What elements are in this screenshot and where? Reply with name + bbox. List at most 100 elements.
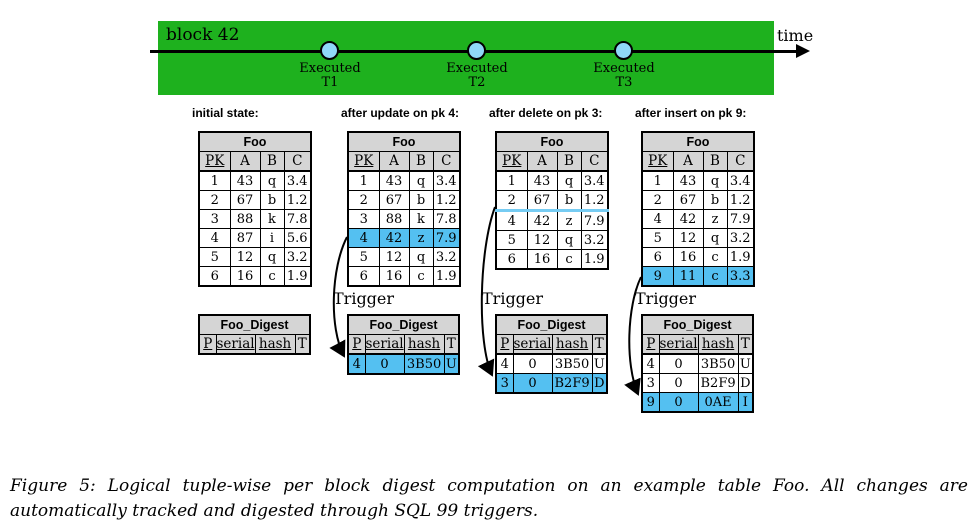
table-cell: 2 <box>347 190 380 210</box>
table-cell: 42 <box>526 210 558 231</box>
table-cell: 5.6 <box>283 228 312 248</box>
table-cell: 0 <box>512 373 553 394</box>
table-cell: 12 <box>378 247 410 267</box>
table-cell: q <box>259 247 285 267</box>
table-cell: 0AE <box>697 392 739 413</box>
table-cell: b <box>556 190 582 212</box>
table-cell: 6 <box>495 249 528 270</box>
table-cell: 6 <box>198 266 231 287</box>
column-header: C <box>283 151 312 172</box>
table-cell: 7.8 <box>283 209 312 229</box>
table-cell: 7.8 <box>432 209 461 229</box>
column-header: PK <box>641 151 674 172</box>
table-cell: c <box>556 249 582 270</box>
table-cell: D <box>737 373 754 393</box>
table-cell: 3 <box>495 373 514 394</box>
table-cell: 2 <box>198 190 231 210</box>
column-header: hash <box>697 334 739 355</box>
table-cell: 3 <box>641 373 660 393</box>
table-cell: D <box>591 373 608 394</box>
column-header: T <box>591 334 608 355</box>
table-cell: 12 <box>526 230 558 250</box>
table-cell: 3.3 <box>726 266 755 287</box>
table-cell: 7.9 <box>580 210 609 231</box>
trigger-label: Trigger <box>333 289 395 308</box>
table-cell: 1.9 <box>580 249 609 270</box>
column-header: serial <box>512 334 553 355</box>
table-cell: 1.9 <box>283 266 312 287</box>
table-title: Foo_Digest <box>347 314 460 335</box>
table-cell: 1.2 <box>432 190 461 210</box>
column-header: A <box>378 151 410 172</box>
table-cell: 3 <box>198 209 231 229</box>
table-cell: 3B50 <box>551 353 593 374</box>
table-cell: 3.4 <box>726 170 755 191</box>
table-cell: c <box>259 266 285 287</box>
table-cell: 16 <box>378 266 410 287</box>
table-cell: 12 <box>672 228 704 248</box>
table-cell: 3B50 <box>697 353 739 374</box>
column-header: P <box>495 334 514 355</box>
table-cell: U <box>591 353 608 374</box>
table-cell: 4 <box>198 228 231 248</box>
table-cell: 42 <box>672 209 704 229</box>
table-cell: 67 <box>378 190 410 210</box>
table-cell: 2 <box>495 190 528 212</box>
column-header: serial <box>364 334 405 355</box>
table-cell: 1.2 <box>283 190 312 210</box>
table-cell: 5 <box>198 247 231 267</box>
state-column-label: after delete on pk 3: <box>489 106 603 120</box>
table-cell: 4 <box>347 353 366 375</box>
table-cell: B2F9 <box>551 373 593 394</box>
table-cell: 9 <box>641 266 674 287</box>
table-cell: b <box>259 190 285 210</box>
table-cell: 9 <box>641 392 660 413</box>
table-cell: 6 <box>347 266 380 287</box>
timeline-arrowhead-icon <box>796 44 810 58</box>
column-header: B <box>556 151 582 172</box>
table-cell: 3.2 <box>726 228 755 248</box>
column-header: hash <box>551 334 593 355</box>
column-header: hash <box>254 334 296 355</box>
table-cell: 7.9 <box>726 209 755 229</box>
table-cell: 5 <box>495 230 528 250</box>
table-cell: q <box>259 170 285 191</box>
column-header: B <box>408 151 434 172</box>
table-cell: c <box>702 247 728 267</box>
table-cell: 43 <box>526 170 558 191</box>
table-cell: 1.9 <box>432 266 461 287</box>
table-cell: k <box>408 209 434 229</box>
table-cell: 5 <box>347 247 380 267</box>
column-header: PK <box>495 151 528 172</box>
column-header: A <box>526 151 558 172</box>
table-cell: 2 <box>641 190 674 210</box>
column-header: T <box>737 334 754 355</box>
state-column-label: after insert on pk 9: <box>635 106 747 120</box>
table-cell: 87 <box>229 228 261 248</box>
table-cell: 0 <box>658 392 699 413</box>
table-cell: 42 <box>378 228 410 248</box>
table-cell: z <box>702 209 728 229</box>
table-cell: 43 <box>229 170 261 191</box>
state-column-label: initial state: <box>192 106 259 120</box>
table-cell: 4 <box>347 228 380 248</box>
table-cell: q <box>702 170 728 191</box>
table-cell: q <box>556 230 582 250</box>
column-header: hash <box>403 334 445 355</box>
